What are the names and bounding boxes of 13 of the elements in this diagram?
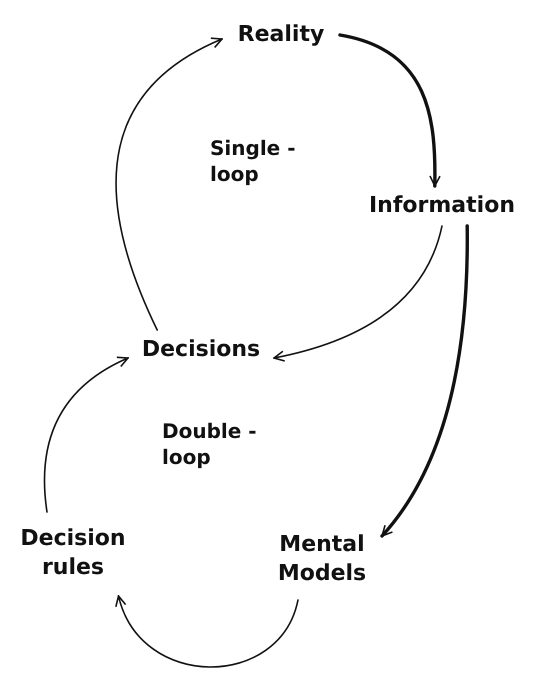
node-label: Decision rules xyxy=(19,525,127,582)
arrow xyxy=(44,357,129,513)
loop-label: Single -loop xyxy=(210,135,296,187)
loop-label: Double -loop xyxy=(162,418,258,470)
node-label: Reality xyxy=(238,20,324,49)
arrow xyxy=(116,595,299,668)
node-label: Information xyxy=(369,192,515,220)
node-label: Mental Models xyxy=(276,531,368,588)
arrow xyxy=(338,33,441,188)
arrow xyxy=(380,224,469,538)
arrow xyxy=(116,38,223,331)
node-label: Decisions xyxy=(142,336,260,364)
arrow xyxy=(273,225,443,362)
